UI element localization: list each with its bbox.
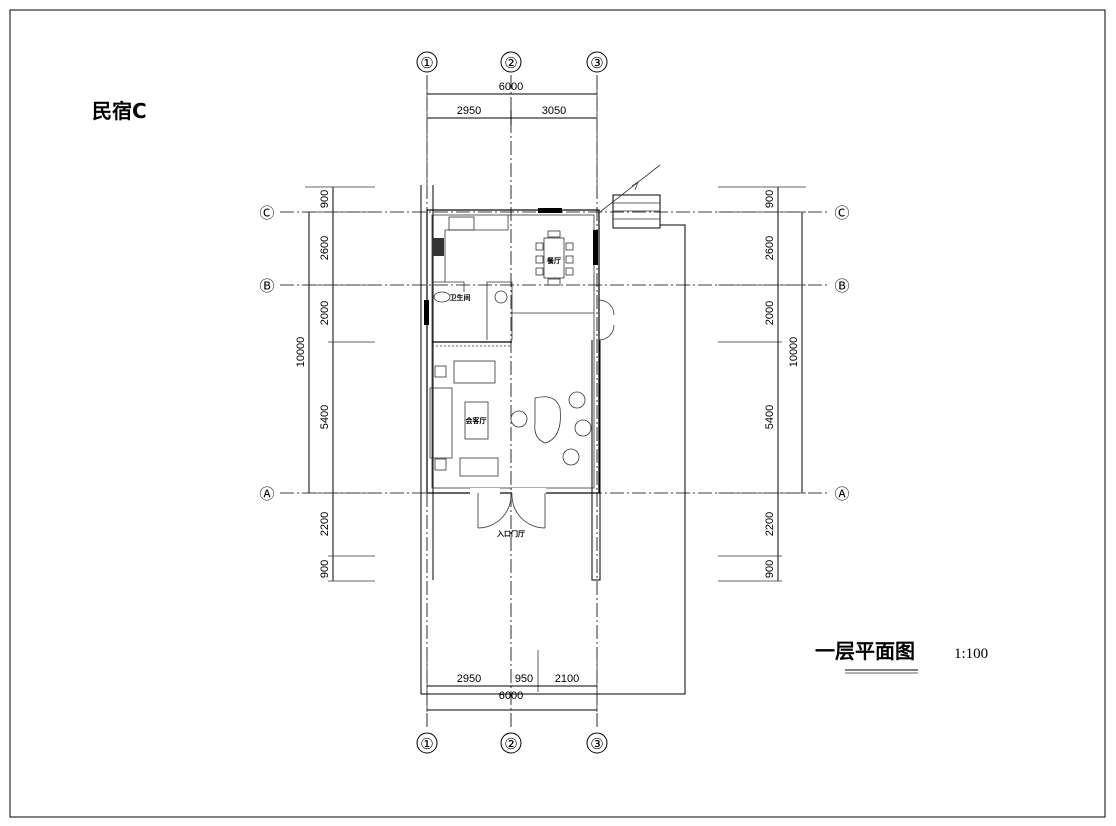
bottom-dimensions: 2950 950 2100 6000 (426, 650, 598, 712)
right-dimensions: 900 2600 2000 5400 2200 900 10000 (718, 186, 806, 582)
axis-label-c-left: Ⓒ (259, 204, 274, 222)
top-dimensions: 6000 2950 3050 (426, 81, 598, 190)
room-label-bathroom: 卫生间 (450, 293, 471, 302)
dim-side-part: 2200 (319, 512, 331, 536)
axis-label-b-right: Ⓑ (834, 277, 849, 295)
axis-label-a-left: Ⓐ (259, 485, 274, 503)
axis-label-3-top: ③ (590, 54, 603, 72)
drawing-scale: 1:100 (954, 646, 988, 662)
axis-label-2-bottom: ② (504, 735, 517, 753)
furniture (429, 216, 592, 477)
axis-label-3-bottom: ③ (590, 735, 603, 753)
dim-bottom-total: 6000 (499, 690, 523, 702)
dim-side-part: 2600 (764, 236, 776, 260)
axis-label-1-top: ① (420, 54, 433, 72)
dim-top-part: 2950 (457, 105, 481, 117)
left-dimensions: 900 2600 2000 5400 2200 900 10000 (295, 186, 375, 582)
dim-side-part: 2200 (764, 512, 776, 536)
dim-side-part: 2000 (764, 301, 776, 325)
dim-bottom-part: 2950 (457, 673, 481, 685)
sheet-border (9, 9, 1106, 818)
room-label-living: 会客厅 (466, 416, 487, 425)
dim-side-part: 900 (764, 190, 776, 208)
dim-side-part: 5400 (764, 405, 776, 429)
dim-bottom-part: 950 (515, 673, 533, 685)
sheet-title: 民宿C (92, 99, 147, 123)
dim-side-part: 5400 (319, 405, 331, 429)
dim-side-part: 900 (319, 560, 331, 578)
dim-top-total: 6000 (499, 81, 523, 93)
dim-side-total: 10000 (295, 337, 307, 368)
room-label-entrance: 入口门厅 (496, 529, 525, 538)
axis-label-2-top: ② (504, 54, 517, 72)
axis-label-c-right: Ⓒ (834, 204, 849, 222)
axis-label-1-bottom: ① (420, 735, 433, 753)
dim-top-part: 3050 (542, 105, 566, 117)
room-label-dining: 餐厅 (546, 256, 561, 265)
building-walls (424, 208, 615, 529)
axis-bubbles: ① ② ③ ① ② ③ Ⓒ Ⓑ Ⓐ Ⓒ Ⓑ Ⓐ (259, 51, 850, 754)
axis-label-b-left: Ⓑ (259, 277, 274, 295)
stair (599, 164, 661, 229)
dim-side-part: 900 (319, 190, 331, 208)
dim-side-part: 900 (764, 560, 776, 578)
dim-bottom-part: 2100 (555, 673, 579, 685)
dim-side-part: 2600 (319, 236, 331, 260)
axis-grid-lines (280, 75, 830, 730)
axis-label-a-right: Ⓐ (834, 485, 849, 503)
dim-side-total: 10000 (788, 337, 800, 368)
drawing-title: 一层平面图 (815, 639, 915, 663)
dim-side-part: 2000 (319, 301, 331, 325)
